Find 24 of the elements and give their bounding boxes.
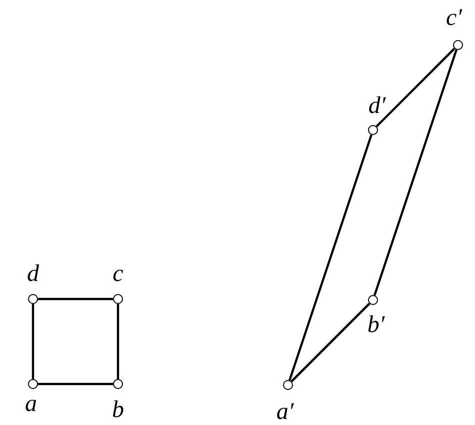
- vertex-label: d: [27, 262, 39, 286]
- vertex-circle: [368, 125, 378, 135]
- vertex-circle: [28, 379, 38, 389]
- vertex-label: a′: [276, 400, 294, 424]
- line-segment: [374, 49, 458, 296]
- vertex-circle: [453, 40, 463, 50]
- line-segment: [38, 298, 113, 300]
- vertex-label: c′: [446, 6, 462, 30]
- line-segment: [32, 304, 34, 379]
- vertex-label: c: [112, 262, 124, 286]
- vertex-label: d′: [368, 94, 386, 118]
- vertex-label: b: [112, 398, 124, 422]
- vertex-circle: [113, 294, 123, 304]
- vertex-label: b′: [367, 313, 385, 337]
- vertex-circle: [283, 380, 293, 390]
- line-segment: [376, 48, 456, 128]
- vertex-circle: [113, 379, 123, 389]
- vertex-circle: [368, 295, 378, 305]
- line-segment: [116, 304, 120, 379]
- vertex-label: a: [25, 392, 37, 416]
- line-segment: [288, 134, 372, 381]
- vertex-circle: [28, 294, 38, 304]
- line-segment: [38, 382, 113, 386]
- line-segment: [290, 302, 370, 382]
